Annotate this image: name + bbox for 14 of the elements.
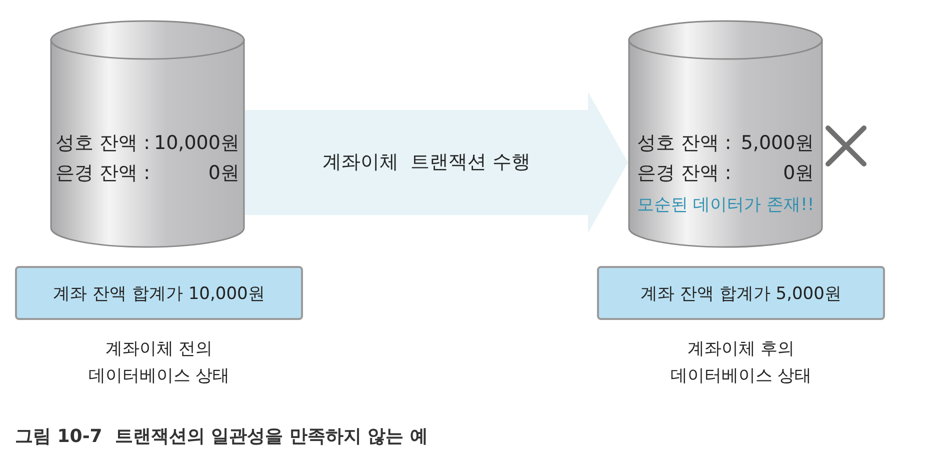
balance-label: 성호 잔액 : [56, 131, 150, 156]
summary-box: 계좌 잔액 합계가 5,000원 [597, 266, 885, 320]
figure-caption: 그림 10-7 트랜잭션의 일관성을 만족하지 않는 예 [15, 425, 428, 448]
balance-label: 성호 잔액 : [636, 131, 732, 156]
balance-label: 은경 잔액 : [636, 161, 732, 186]
balance-amount: 0원 [782, 161, 814, 186]
warning-text: 모순된 데이터가 존재!! [636, 194, 814, 217]
state-caption: 계좌이체 전의 데이터베이스 상태 [87, 338, 231, 388]
balance-amount: 5,000원 [740, 131, 814, 156]
balance-label: 은경 잔액 : [56, 161, 150, 186]
balance-amount: 10,000원 [154, 131, 240, 156]
summary-box: 계좌 잔액 합계가 10,000원 [15, 266, 303, 320]
state-caption: 계좌이체 후의 데이터베이스 상태 [669, 338, 813, 388]
balance-amount: 0원 [207, 161, 240, 186]
